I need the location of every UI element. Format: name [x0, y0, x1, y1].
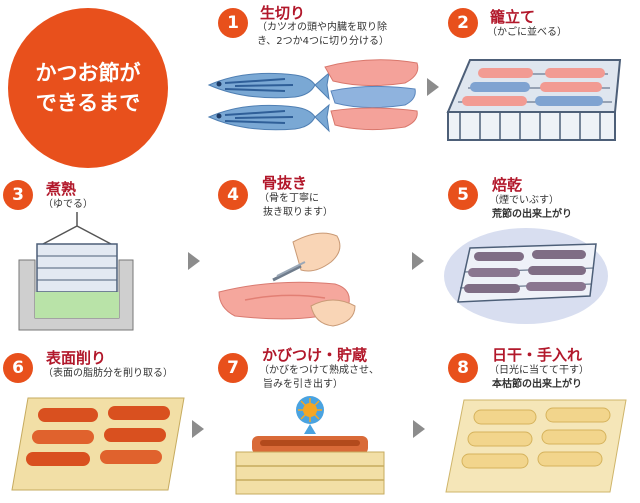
step-4-name: 骨抜き: [262, 174, 308, 192]
step-8-result: 本枯節の出来上がり: [492, 379, 582, 390]
step-3-note-1: （ゆでる）: [43, 199, 93, 210]
step-6-number: 6: [3, 353, 33, 383]
step-7-note-2: 旨みを引き出す）: [263, 379, 343, 390]
flow-arrow: [412, 252, 424, 270]
step-2-number: 2: [448, 8, 478, 38]
step-4-note-1: （骨を丁寧に: [259, 193, 319, 204]
boiling-tank-icon: [18, 212, 134, 331]
bonito-fish-icon: [207, 71, 330, 101]
title-circle: かつお節が できるまで: [8, 8, 168, 168]
step-2-name: 籠立て: [490, 8, 536, 26]
flow-arrow: [413, 420, 425, 438]
hand-tweezers-icon: [218, 232, 356, 327]
step-1-note-1: （カツオの頭や内臓を取り除: [257, 22, 387, 33]
diagram-title: かつお節が できるまで: [35, 61, 141, 115]
step-5-note-1: （煙でいぶす）: [489, 195, 559, 206]
step-1-name: 生切り: [260, 4, 306, 22]
smoking-rack-icon: [444, 228, 608, 324]
step-5-name: 焙乾: [492, 176, 523, 194]
wooden-box-icon: [235, 436, 385, 495]
step-5-number: 5: [448, 180, 478, 210]
step-8-name: 日干・手入れ: [492, 346, 583, 364]
step-7-name: かびつけ・貯蔵: [262, 346, 368, 364]
step-4-illustration: [218, 232, 356, 327]
step-6-illustration: [11, 397, 185, 491]
step-5-result: 荒節の出来上がり: [492, 209, 572, 220]
step-1-illustration: [207, 59, 419, 133]
fillet-icon: [324, 59, 419, 131]
step-7-number: 7: [218, 353, 248, 383]
board-with-fish-icon: [11, 397, 185, 491]
step-3-number: 3: [3, 180, 33, 210]
step-8-illustration: [445, 399, 627, 493]
step-4-number: 4: [218, 180, 248, 210]
step-8-note-1: （日光に当てて干す）: [489, 365, 589, 376]
step-2-illustration: [446, 59, 622, 141]
flow-arrow: [188, 252, 200, 270]
step-1-note-2: き、2つか4つに切り分ける）: [257, 36, 390, 47]
basket-icon: [446, 59, 622, 141]
mold-icon: [296, 396, 324, 434]
step-6-note-1: （表面の脂肪分を削り取る）: [43, 368, 173, 379]
bonito-fish-icon: [207, 103, 330, 133]
step-1-number: 1: [218, 8, 248, 38]
step-8-number: 8: [448, 353, 478, 383]
step-5-illustration: [444, 228, 608, 324]
step-7-note-1: （かびをつけて熟成させ、: [259, 365, 379, 376]
step-6-name: 表面削り: [46, 349, 107, 367]
drying-board-icon: [445, 399, 627, 493]
step-3-illustration: [18, 212, 134, 331]
step-3-name: 煮熟: [46, 180, 77, 198]
step-2-note-1: （かごに並べる）: [487, 27, 567, 38]
flow-arrow: [427, 78, 439, 96]
flow-arrow: [192, 420, 204, 438]
step-4-note-2: 抜き取ります）: [263, 207, 333, 218]
step-7-illustration: [235, 396, 385, 495]
